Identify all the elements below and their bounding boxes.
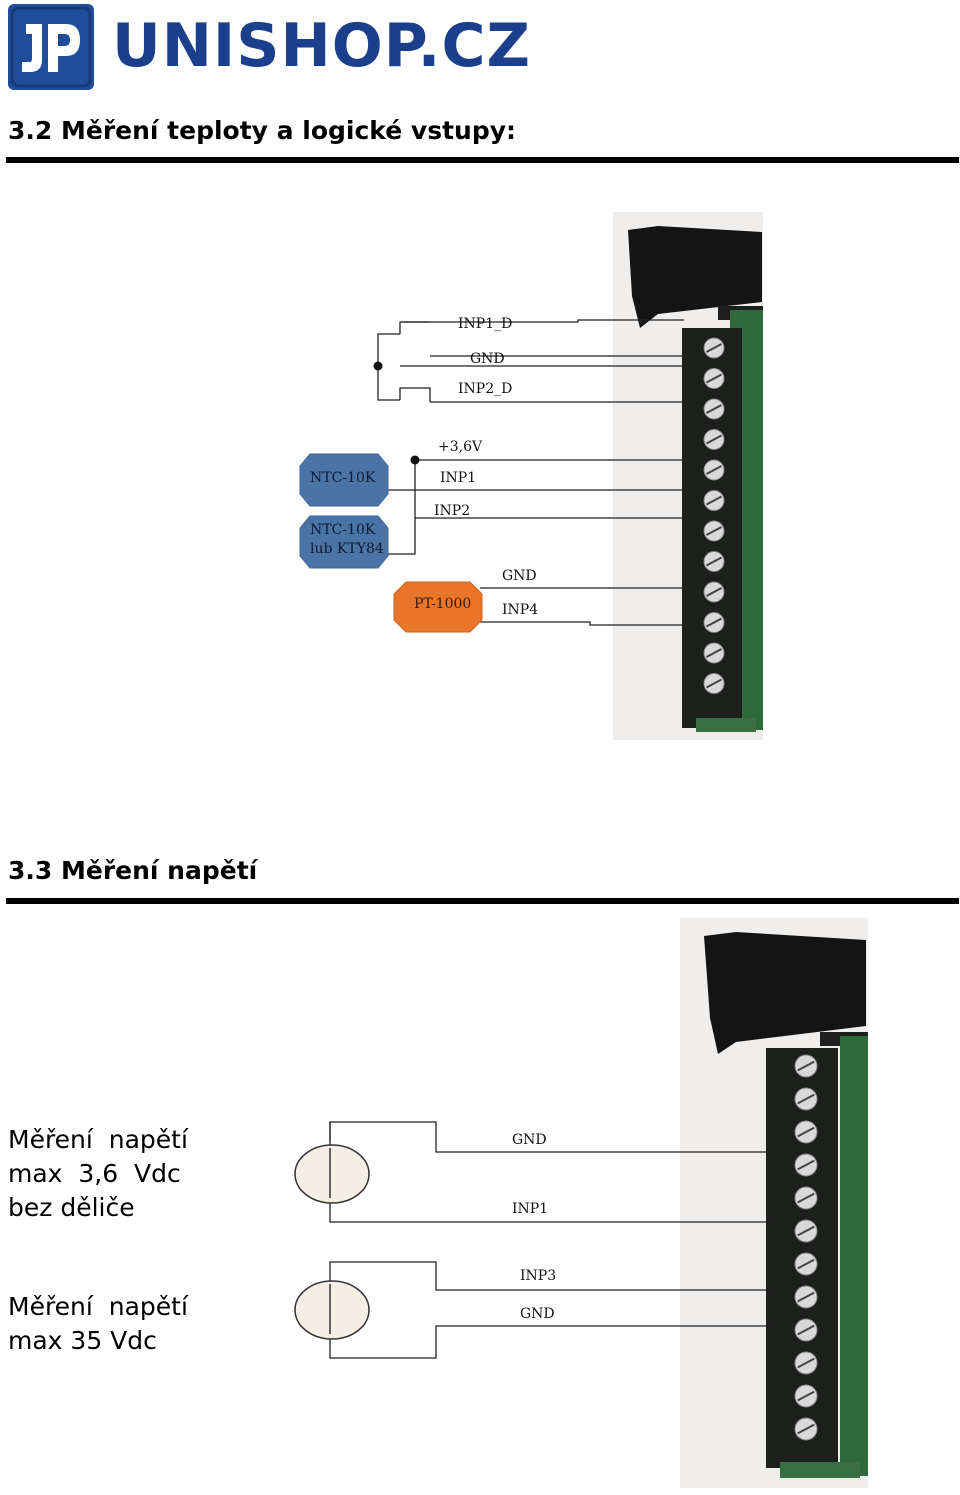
wire-label-inp3: INP3 [520, 1268, 556, 1284]
voltage-source-icon [294, 1280, 370, 1340]
power-jack-icon [704, 932, 866, 1054]
temperature-wiring-diagram: NTC-10K NTC-10K lub KTY84 PT-1000 INP1_D… [290, 210, 770, 742]
screw-slot [706, 526, 722, 536]
screw-slot [706, 587, 722, 597]
screw-slot [706, 648, 722, 658]
voltage-source-icon [294, 1144, 370, 1204]
wire-label-3v6: +3,6V [438, 439, 483, 455]
note-voltage-35v: Měření napětí max 35 Vdc [8, 1290, 188, 1358]
unishop-logo: UNISHOP.CZ [8, 4, 530, 92]
wire-label-inp2: INP2 [434, 503, 470, 519]
screw-slot [706, 465, 722, 475]
sensor-label-ntc-kty-1: NTC-10K [310, 522, 376, 538]
screw-slot [706, 404, 722, 414]
power-jack-icon [628, 226, 762, 328]
sensor-label-ntc-kty-2: lub KTY84 [310, 541, 384, 557]
wire-label-inp4: INP4 [502, 602, 538, 618]
ntc-10k-block [299, 453, 389, 507]
wire-label-inp2-d: INP2_D [458, 381, 512, 397]
note-line: Měření napětí [8, 1125, 188, 1154]
note-line: bez děliče [8, 1193, 135, 1222]
note-line: Měření napětí [8, 1292, 188, 1321]
section-heading-3-2: 3.2 Měření teploty a logické vstupy: [8, 116, 517, 145]
wire-label-inp1-d: INP1_D [458, 316, 512, 332]
pcb-edge [840, 1036, 868, 1476]
wire-label-gnd-2: GND [502, 568, 537, 584]
pt-1000-block [393, 581, 483, 633]
logo-mark-icon [8, 4, 94, 90]
screw-slot [797, 1324, 815, 1336]
note-voltage-3v6: Měření napětí max 3,6 Vdc bez děliče [8, 1123, 188, 1225]
screw-slot [706, 373, 722, 384]
wire-label-gnd-1: GND [470, 351, 505, 367]
section-heading-3-3: 3.3 Měření napětí [8, 856, 258, 885]
logo-text: UNISHOP.CZ [112, 11, 531, 81]
screw-slot [797, 1423, 815, 1435]
screw-slot [797, 1126, 815, 1138]
screw-slot [797, 1390, 815, 1402]
screw-slot [706, 556, 722, 567]
voltage-wiring-diagram: GND INP1 INP3 GND [290, 916, 880, 1490]
heading-rule [6, 898, 959, 904]
wire-label-gnd-1: GND [512, 1132, 547, 1148]
note-line: max 3,6 Vdc [8, 1159, 181, 1188]
wire-label-gnd-2: GND [520, 1306, 555, 1322]
note-line: max 35 Vdc [8, 1326, 157, 1355]
screw-slot [797, 1093, 815, 1105]
analog-input-wires [376, 459, 684, 626]
wire-label-inp1: INP1 [512, 1201, 548, 1217]
screw-slot [797, 1258, 815, 1270]
screw-slot [797, 1060, 815, 1072]
terminal-screws [703, 337, 725, 694]
screw-slot [797, 1291, 815, 1303]
screw-slot [797, 1225, 815, 1237]
screw-slot [706, 678, 722, 689]
screw-slot [706, 617, 722, 628]
sensor-label-ntc: NTC-10K [310, 470, 376, 486]
heading-rule [6, 157, 959, 163]
screw-slot [797, 1357, 815, 1369]
logic-input-wires [377, 319, 684, 403]
ntc-10k-kty84-block [299, 515, 389, 569]
voltage-source-2-wires [329, 1261, 774, 1359]
sensor-label-pt1000: PT-1000 [414, 596, 471, 612]
voltage-source-1-wires [329, 1121, 774, 1223]
screw-slot [706, 343, 722, 353]
screw-slot [706, 495, 722, 506]
screw-slot [797, 1159, 815, 1171]
wire-label-inp1: INP1 [440, 470, 476, 486]
terminal-screws [794, 1054, 818, 1441]
screw-slot [706, 434, 722, 445]
screw-slot [797, 1192, 815, 1204]
